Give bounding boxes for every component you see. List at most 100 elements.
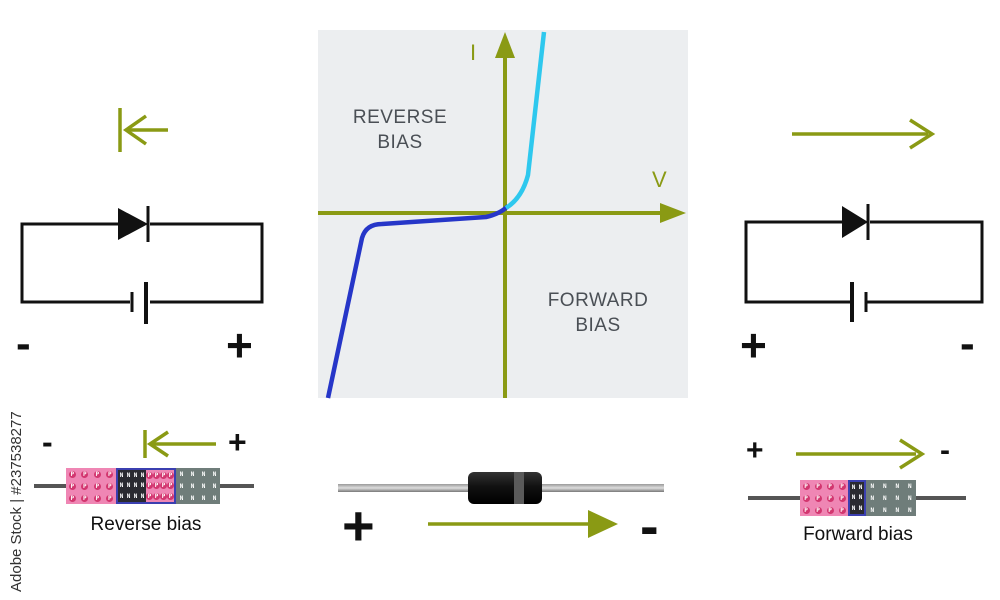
carrier-cell: N (895, 506, 900, 514)
carrier-cell: P (106, 470, 114, 478)
diode-symbol-icon (842, 204, 870, 240)
y-axis-label: I (470, 40, 477, 65)
carrier-cell: N (212, 470, 217, 478)
carrier-cell: P (838, 482, 846, 490)
stock-credit: Adobe Stock | #237538277 (8, 411, 25, 592)
carrier-cell: N (882, 506, 887, 514)
carrier-cell: N (140, 471, 145, 479)
current-direction-arrow-icon (796, 438, 926, 470)
carrier-cell: N (870, 494, 875, 502)
x-axis-label: V (652, 167, 667, 192)
carrier-cell: N (870, 506, 875, 514)
carrier-cell: P (826, 494, 834, 502)
current-direction-arrow-icon (428, 510, 618, 538)
left-plus-sign: + (226, 319, 253, 371)
current-direction-arrow-icon (792, 118, 936, 150)
carrier-cell: P (68, 494, 76, 502)
carrier-cell: P (93, 482, 101, 490)
reverse-bias-label: REVERSE BIAS (352, 107, 448, 153)
carrier-cell: P (826, 506, 834, 514)
forward-plus-sign: + (746, 434, 764, 467)
carrier-cell: P (802, 482, 810, 490)
carrier-cell: P (106, 494, 114, 502)
carrier-cell: N (140, 482, 145, 490)
carrier-cell: N (851, 483, 856, 491)
carrier-cell: N (190, 482, 195, 490)
carrier-cell: N (907, 494, 912, 502)
right-plus-sign: + (740, 319, 767, 371)
x-axis-arrowhead (660, 203, 686, 223)
carrier-cell: N (895, 482, 900, 490)
carrier-cell: N (858, 483, 863, 491)
carrier-cell: P (838, 506, 846, 514)
carrier-cell: N (179, 470, 184, 478)
carrier-cell: P (106, 482, 114, 490)
carrier-cell: P (160, 493, 167, 501)
carrier-cell: N (212, 494, 217, 502)
carrier-cell: P (153, 493, 160, 501)
reverse-minus-sign: - (42, 424, 53, 460)
forward-bias-label: FORWARD BIAS (547, 290, 649, 336)
carrier-cell: N (851, 505, 856, 513)
carrier-cell: N (851, 494, 856, 502)
carrier-cell: P (167, 471, 174, 479)
reverse-plus-sign: + (228, 424, 247, 460)
carrier-cell: P (802, 506, 810, 514)
carrier-cell: N (201, 482, 206, 490)
carrier-cell: N (140, 493, 145, 501)
forward-bias-caption: Forward bias (803, 524, 913, 545)
carrier-cell: P (81, 494, 89, 502)
battery-symbol-icon (130, 282, 148, 324)
carrier-cell: P (826, 482, 834, 490)
center-plus-sign: + (342, 494, 375, 557)
right-minus-sign: - (960, 319, 975, 368)
carrier-cell: N (119, 471, 124, 479)
carrier-cell: N (882, 482, 887, 490)
carrier-cell: P (146, 471, 153, 479)
carrier-cell: N (133, 482, 138, 490)
carrier-cell: N (201, 470, 206, 478)
center-minus-sign: - (640, 494, 659, 557)
diode-symbol-icon (118, 206, 150, 242)
carrier-cell: N (870, 482, 875, 490)
carrier-cell: P (146, 493, 153, 501)
carrier-cell: P (814, 482, 822, 490)
carrier-cell: N (858, 505, 863, 513)
battery-symbol-icon (850, 282, 868, 322)
carrier-cell: P (68, 470, 76, 478)
carrier-cell: P (802, 494, 810, 502)
carrier-cell: P (814, 494, 822, 502)
carrier-cell: N (133, 471, 138, 479)
carrier-cell: N (179, 494, 184, 502)
carrier-cell: P (93, 470, 101, 478)
carrier-cell: N (190, 470, 195, 478)
carrier-cell: N (882, 494, 887, 502)
y-axis-arrowhead (495, 32, 515, 58)
circuit-wire (744, 220, 984, 304)
carrier-cell: P (814, 506, 822, 514)
carrier-cell: P (167, 493, 174, 501)
carrier-cell: N (907, 506, 912, 514)
carrier-cell: N (126, 493, 131, 501)
carrier-cell: N (126, 471, 131, 479)
carrier-cell: P (838, 494, 846, 502)
carrier-cell: N (858, 494, 863, 502)
carrier-cell: P (153, 471, 160, 479)
current-direction-arrow-icon (118, 108, 168, 152)
carrier-cell: P (160, 482, 167, 490)
cathode-band (514, 472, 524, 504)
reverse-bias-caption: Reverse bias (90, 514, 202, 535)
